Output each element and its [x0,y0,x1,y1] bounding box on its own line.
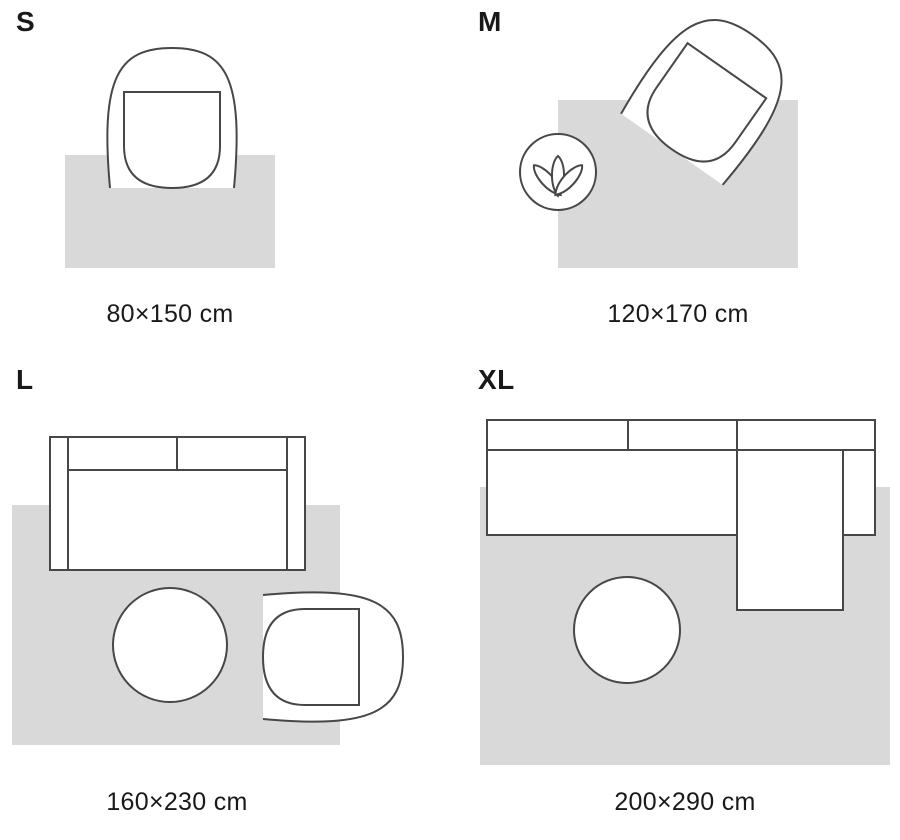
size-panel-xl: XL 200×290 cm [450,350,900,840]
size-dimensions-l: 160×230 cm [106,788,248,816]
armchair-icon [261,591,405,723]
size-xl-illustration [480,419,890,765]
plant-leaves [532,154,584,198]
armchair-icon [106,46,238,190]
size-label-m: M [478,6,502,37]
sectional-sofa-body [486,419,876,611]
round-table-icon [573,576,681,684]
size-dimensions-s: 80×150 cm [106,300,234,328]
sofa-icon [49,436,306,571]
armchair-seat [123,91,221,190]
size-label-s: S [16,6,36,37]
round-table-icon [112,587,228,703]
sectional-sofa-icon [486,419,876,611]
size-panel-s: S 80×150 cm [0,0,450,350]
size-panel-l: L 160×230 cm [0,350,450,840]
size-s-illustration [65,46,275,268]
armchair-seat [646,41,768,163]
armchair-back-outline [106,46,238,189]
size-l-illustration [12,436,405,745]
armchair-back-outline [620,19,783,186]
plant-icon [519,133,597,211]
size-panel-m: M 120×170 cm [450,0,900,350]
armchair-seat [261,608,360,706]
size-dimensions-m: 120×170 cm [607,300,749,328]
size-dimensions-xl: 200×290 cm [614,788,756,816]
plant-leaf [554,164,584,197]
size-label-xl: XL [478,364,515,395]
size-m-illustration [519,19,798,268]
size-label-l: L [16,364,34,395]
armchair-icon [620,19,783,186]
armchair-back-outline [262,591,405,723]
